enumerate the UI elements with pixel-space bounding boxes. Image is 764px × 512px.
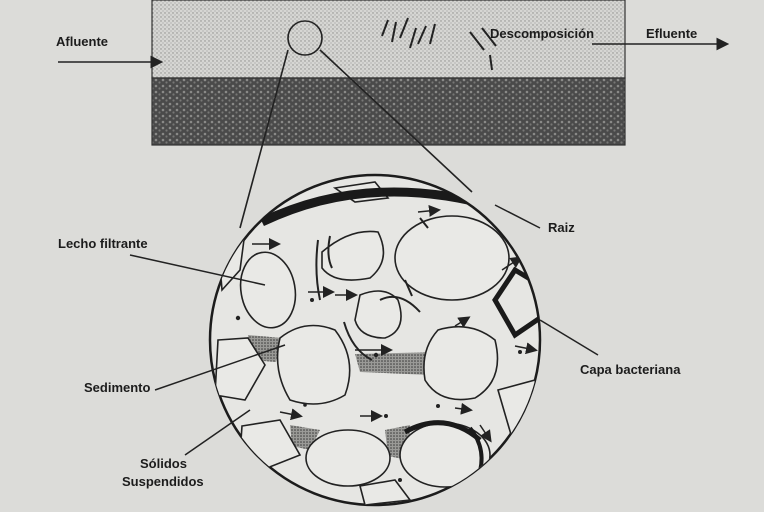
effluent-label: Efluente xyxy=(646,26,697,41)
gravel-layer xyxy=(152,78,625,145)
root-label: Raiz xyxy=(548,220,575,235)
influent-label: Afluente xyxy=(56,34,108,49)
bacterial-layer-label: Capa bacteriana xyxy=(580,362,681,377)
magnified-view xyxy=(210,175,547,505)
suspended-solids-label-line1: Sólidos xyxy=(140,456,187,471)
decomposition-label: Descomposición xyxy=(490,26,594,41)
filter-bed-label: Lecho filtrante xyxy=(58,236,148,251)
sediment-label: Sedimento xyxy=(84,380,151,395)
suspended-solids-label-line2: Suspendidos xyxy=(122,474,204,489)
